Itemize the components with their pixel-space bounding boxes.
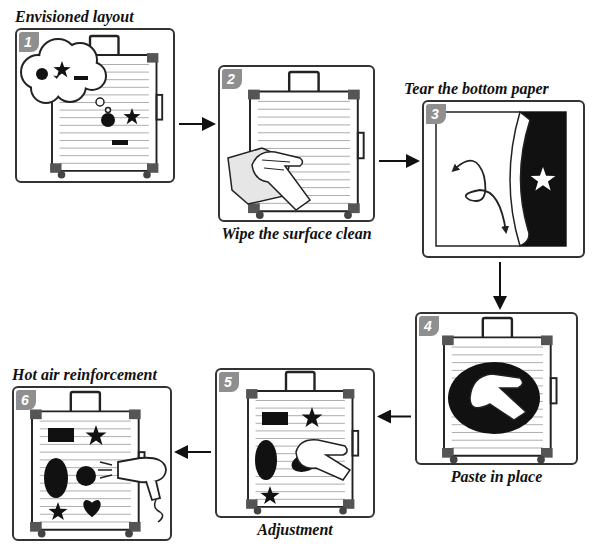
step-arrow — [176, 451, 211, 453]
step-number: 6 — [16, 390, 36, 410]
step-number: 3 — [426, 104, 446, 124]
step-number: 1 — [19, 32, 39, 52]
step-arrow — [379, 416, 411, 418]
step-number: 2 — [222, 69, 242, 89]
adjusting-sketch — [246, 372, 358, 515]
suitcase-sketch — [22, 36, 162, 179]
step-number: 5 — [219, 372, 239, 392]
hot-air-sketch — [30, 392, 166, 538]
step-caption: Wipe the surface clean — [221, 224, 371, 244]
step-panel: 1Envisioned layout — [15, 28, 175, 183]
step-arrow — [379, 160, 418, 162]
step-panel: 6Hot air reinforcement — [12, 386, 172, 541]
step-arrow — [499, 262, 501, 308]
sticker-sheet-sketch — [436, 112, 566, 246]
step-number: 4 — [419, 316, 439, 336]
step-panel: 4Paste in place — [415, 312, 578, 465]
pasting-sketch — [442, 318, 556, 464]
step-panel: 5Adjustment — [215, 368, 375, 518]
step-panel: 2Wipe the surface clean — [218, 65, 375, 222]
step-caption: Envisioned layout — [15, 7, 134, 27]
step-caption: Adjustment — [257, 520, 333, 540]
step-caption: Tear the bottom paper — [404, 79, 549, 99]
step-arrow — [179, 123, 214, 125]
step-caption: Paste in place — [451, 467, 543, 487]
step-panel: 3Tear the bottom paper — [422, 100, 585, 258]
wiping-sketch — [228, 72, 364, 219]
step-caption: Hot air reinforcement — [12, 365, 157, 385]
